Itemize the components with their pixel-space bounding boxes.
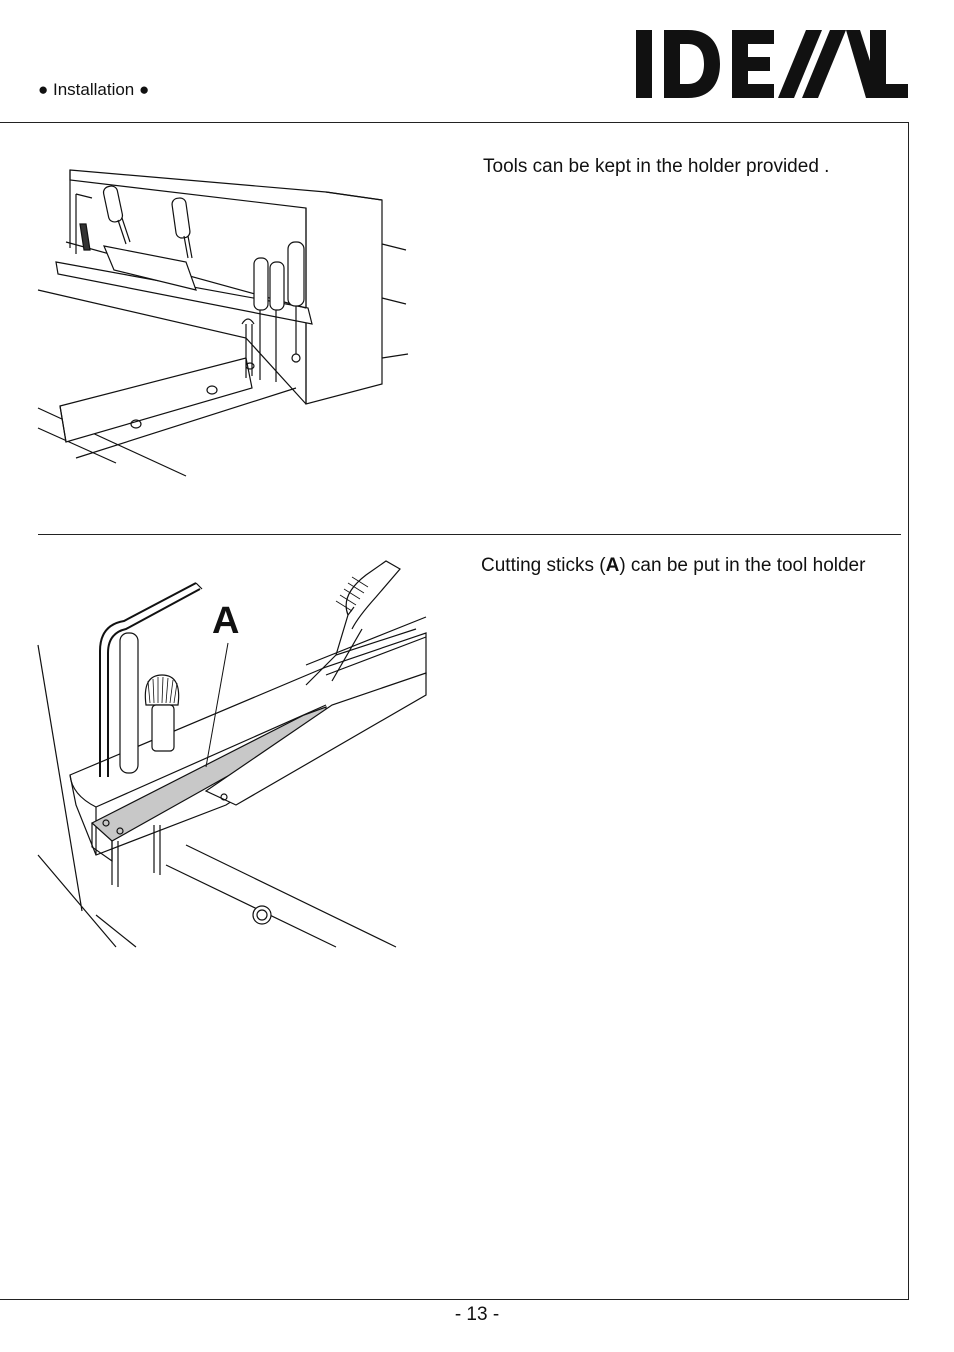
ideal-logo [636, 30, 908, 98]
callout-label-a: A [212, 600, 240, 642]
frame-bottom-rule [0, 1299, 909, 1300]
caption-cutting-sticks: Cutting sticks (A) can be put in the too… [481, 555, 865, 577]
caption-post: ) can be put in the tool holder [619, 555, 866, 576]
tool-holder-illustration [37, 169, 409, 477]
section-divider [38, 534, 901, 535]
cutting-stick-illustration [37, 560, 427, 948]
frame-top-rule [0, 122, 909, 123]
frame-right-rule [908, 122, 909, 1300]
caption-bold-a: A [605, 555, 620, 576]
caption-pre: Cutting sticks ( [481, 555, 606, 576]
caption-tools: Tools can be kept in the holder provided… [483, 156, 830, 177]
page-number: - 13 - [454, 1304, 500, 1325]
section-label: ● Installation ● [38, 80, 150, 99]
